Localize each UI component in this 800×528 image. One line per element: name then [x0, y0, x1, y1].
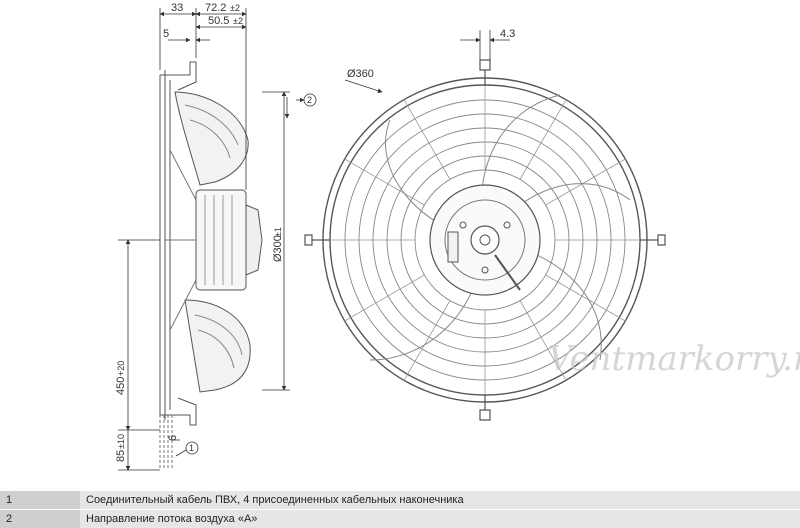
side-view	[159, 61, 263, 470]
blade-upper	[174, 91, 249, 186]
guard-spoke	[519, 300, 567, 381]
side-view-dimension-labels: 33 72.2 ±2 50.5 ±2 5 Ø300 ±1 450 +20 85 …	[115, 2, 284, 462]
motor-fins	[204, 195, 233, 285]
dim-72-2: 72.2	[205, 2, 226, 14]
callout-1-label: 1	[189, 443, 194, 453]
dim-6: 6	[167, 435, 179, 441]
motor-hub-center	[470, 225, 500, 255]
guard-bracket-bottom	[160, 397, 197, 426]
guard-spoke	[403, 99, 451, 180]
guard-spoke	[344, 274, 425, 322]
motor-body	[195, 189, 247, 291]
dim-360: Ø360	[347, 68, 374, 80]
motor-rotor	[245, 204, 263, 276]
dim-5: 5	[163, 28, 169, 40]
cable-exit	[494, 254, 521, 291]
mounting-brackets	[304, 59, 666, 421]
guard-spoke	[519, 99, 567, 180]
dim-85-tol: ±10	[116, 434, 126, 449]
guard-spoke	[344, 158, 425, 206]
side-view-dimensions	[118, 8, 290, 471]
motor-hub-ring	[444, 199, 526, 281]
front-view-dimensions	[344, 30, 510, 93]
callout-2-label: 2	[307, 95, 312, 105]
dim-33: 33	[171, 2, 183, 14]
dim-50-5: 50.5	[208, 15, 229, 27]
guard-side-rail	[159, 70, 171, 420]
dim-300: Ø300	[272, 235, 284, 262]
dim-4-3: 4.3	[500, 28, 515, 40]
legend-number: 2	[0, 509, 80, 528]
fan-technical-drawing: 33 72.2 ±2 50.5 ±2 5 Ø300 ±1 450 +20 85 …	[115, 2, 800, 471]
front-view	[304, 59, 666, 421]
terminal-box	[447, 231, 459, 263]
dim-450: 450	[115, 377, 127, 395]
dim-300-tol: ±1	[273, 227, 283, 237]
guard-spoke	[545, 274, 626, 322]
dim-85: 85	[115, 450, 127, 462]
guard-spoke	[545, 158, 626, 206]
callout-2-airflow: 2	[284, 93, 317, 119]
dim-50-5-tol: ±2	[233, 16, 243, 26]
dim-450-tol: +20	[116, 361, 126, 376]
hub-bolt-2	[503, 221, 511, 229]
callout-1: 1	[175, 441, 199, 457]
legend-number: 1	[0, 490, 80, 510]
guard-bracket-top	[160, 61, 197, 91]
legend-text: Направление потока воздуха «A»	[80, 509, 800, 528]
guard-spoke	[403, 300, 451, 381]
hub-bolt-1	[459, 221, 467, 229]
motor-shaft	[479, 234, 491, 246]
guard-spokes	[165, 149, 197, 331]
dim-72-2-tol: ±2	[230, 3, 240, 13]
watermark: Ventmarkorry.ru	[548, 339, 800, 379]
legend-text: Соединительный кабель ПВХ, 4 присоединен…	[80, 490, 800, 510]
connection-cable	[159, 415, 173, 470]
blade-ribs	[184, 104, 243, 369]
hub-bolt-3	[481, 266, 489, 274]
blade-lower	[184, 299, 251, 393]
